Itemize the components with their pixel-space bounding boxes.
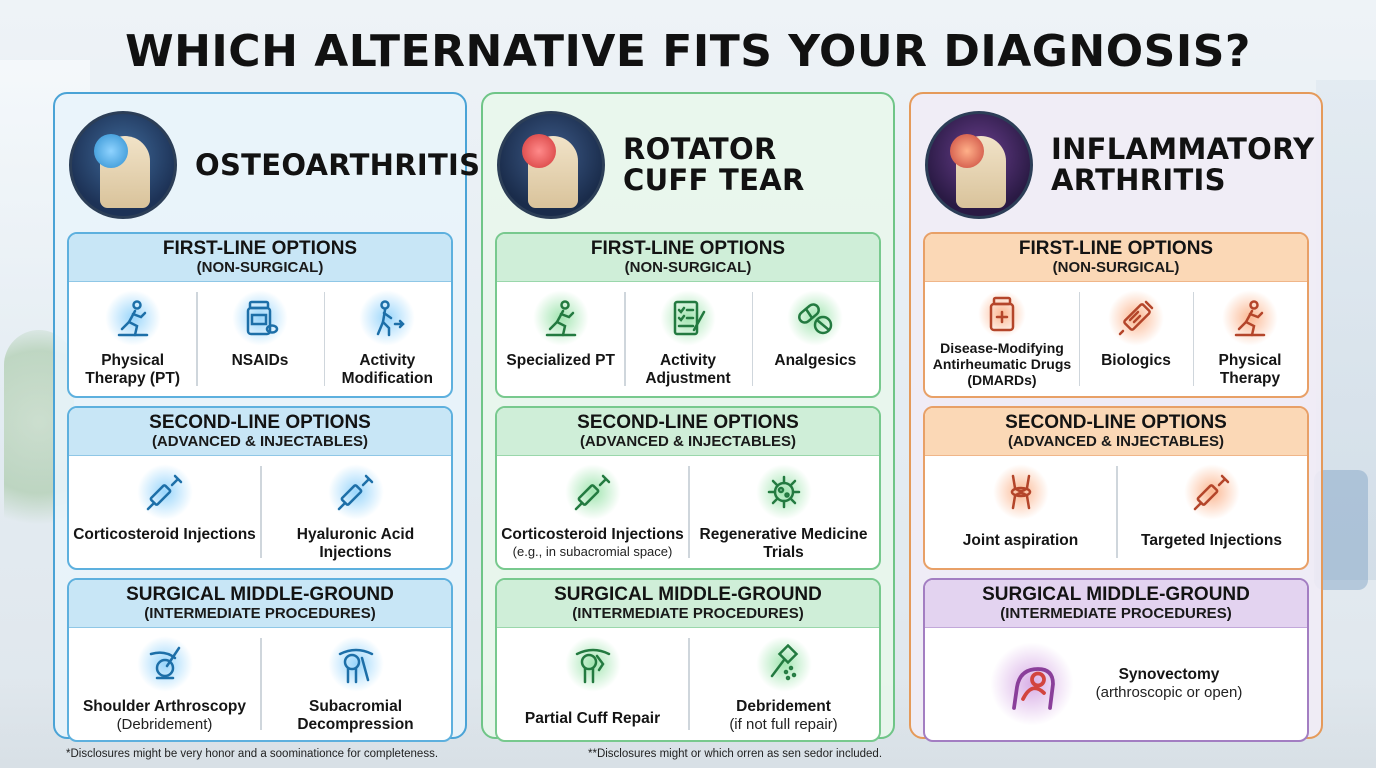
option-activity-modification: Activity Modification [323,282,451,396]
section-title: SURGICAL MIDDLE-GROUND [982,584,1250,605]
column-header: ROTATOR CUFF TEAR [495,106,881,224]
column-rotator-cuff-tear: ROTATOR CUFF TEAR FIRST-LINE OPTIONS (NO… [481,92,895,742]
first-line-section: FIRST-LINE OPTIONS (NON-SURGICAL) Specia… [495,232,881,398]
option-debridement: Debridement (if not full repair) [688,628,879,740]
background-window [1316,80,1376,580]
syringe-icon [327,464,384,520]
option-physical-therapy: Physical Therapy [1192,282,1307,396]
column-title: INFLAMMATORY ARTHRITIS [1051,132,1315,197]
column-title: OSTEOARTHRITIS [195,147,481,182]
knee-joint-icon [992,464,1049,520]
option-analgesics: Analgesics [751,282,879,396]
option-joint-aspiration: Joint aspiration [925,456,1116,568]
capsule-icon [787,290,844,346]
option-dmards: Disease-Modifying Antirheumatic Drugs (D… [925,282,1079,396]
option-targeted-injections: Targeted Injections [1116,456,1307,568]
first-line-section: FIRST-LINE OPTIONS (NON-SURGICAL) Diseas… [923,232,1309,398]
section-subtitle: (INTERMEDIATE PROCEDURES) [1000,605,1232,622]
arthroscope-icon [136,636,193,692]
column-title: ROTATOR CUFF TEAR [623,132,805,197]
surgical-section: SURGICAL MIDDLE-GROUND (INTERMEDIATE PRO… [495,578,881,742]
surgical-section: SURGICAL MIDDLE-GROUND (INTERMEDIATE PRO… [67,578,453,742]
option-nsaids: NSAIDs [196,282,323,396]
section-header: SECOND-LINE OPTIONS (ADVANCED & INJECTAB… [497,408,879,456]
shoulder-repair-icon [564,636,621,692]
first-line-section: FIRST-LINE OPTIONS (NON-SURGICAL) Physic… [67,232,453,398]
section-header: SURGICAL MIDDLE-GROUND (INTERMEDIATE PRO… [69,580,451,628]
column-header: OSTEOARTHRITIS [67,106,480,224]
syringe-icon [564,464,621,520]
synovium-icon [989,642,1074,726]
walking-person-icon [359,290,416,346]
second-line-section: SECOND-LINE OPTIONS (ADVANCED & INJECTAB… [495,406,881,570]
section-title: SECOND-LINE OPTIONS [149,412,371,433]
section-header: SECOND-LINE OPTIONS (ADVANCED & INJECTAB… [69,408,451,456]
option-biologics: Biologics [1078,282,1193,396]
option-activity-adjustment: Activity Adjustment [624,282,751,396]
option-synovectomy: Synovectomy (arthroscopic or open) [925,628,1307,740]
option-partial-cuff-repair: Partial Cuff Repair [497,628,688,740]
second-line-section: SECOND-LINE OPTIONS (ADVANCED & INJECTAB… [67,406,453,570]
syringe-icon [136,464,193,520]
section-subtitle: (ADVANCED & INJECTABLES) [579,433,797,450]
option-shoulder-arthroscopy: Shoulder Arthroscopy (Debridement) [69,628,260,740]
syringe-icon [1183,464,1240,520]
virus-cell-icon [755,464,812,520]
running-person-icon [532,290,589,346]
section-header: FIRST-LINE OPTIONS (NON-SURGICAL) [925,234,1307,282]
torn-shoulder-icon [497,111,605,219]
section-subtitle: (INTERMEDIATE PROCEDURES) [144,605,376,622]
section-title: SURGICAL MIDDLE-GROUND [554,584,822,605]
section-header: SURGICAL MIDDLE-GROUND (INTERMEDIATE PRO… [925,580,1307,628]
section-subtitle: (NON-SURGICAL) [196,259,324,276]
background-chair [1314,470,1368,590]
page-title: WHICH ALTERNATIVE FITS YOUR DIAGNOSIS? [125,26,1251,77]
column-inflammatory-arthritis: INFLAMMATORY ARTHRITIS FIRST-LINE OPTION… [909,92,1323,742]
option-corticosteroid-injections: Corticosteroid Injections (e.g., in suba… [497,456,688,568]
section-header: SECOND-LINE OPTIONS (ADVANCED & INJECTAB… [925,408,1307,456]
inflamed-joint-icon [925,111,1033,219]
biologic-vial-icon [1107,290,1164,346]
option-subacromial-decompression: Subacromial Decompression [260,628,451,740]
section-header: FIRST-LINE OPTIONS (NON-SURGICAL) [69,234,451,282]
section-subtitle: (ADVANCED & INJECTABLES) [1007,433,1225,450]
section-subtitle: (INTERMEDIATE PROCEDURES) [572,605,804,622]
second-line-section: SECOND-LINE OPTIONS (ADVANCED & INJECTAB… [923,406,1309,570]
option-specialized-pt: Specialized PT [497,282,624,396]
medicine-bottle-icon [977,290,1026,338]
section-subtitle: (NON-SURGICAL) [1052,259,1180,276]
option-hyaluronic-acid-injections: Hyaluronic Acid Injections [260,456,451,568]
debridement-tool-icon [755,636,812,692]
footnote: **Disclosures might or which orren as se… [588,748,883,760]
shoulder-bone-icon [327,636,384,692]
column-osteoarthritis: OSTEOARTHRITIS FIRST-LINE OPTIONS (NON-S… [53,92,480,742]
column-header: INFLAMMATORY ARTHRITIS [923,106,1314,224]
section-header: SURGICAL MIDDLE-GROUND (INTERMEDIATE PRO… [497,580,879,628]
option-corticosteroid-injections: Corticosteroid Injections [69,456,260,568]
pill-bottle-icon [231,290,288,346]
running-person-icon [1221,290,1278,346]
footnote: *Disclosures might be very honor and a s… [66,748,439,760]
section-title: SURGICAL MIDDLE-GROUND [126,584,394,605]
option-physical-therapy: Physical Therapy (PT) [69,282,196,396]
section-subtitle: (NON-SURGICAL) [624,259,752,276]
section-title: FIRST-LINE OPTIONS [162,238,358,259]
section-title: SECOND-LINE OPTIONS [1005,412,1227,433]
shoulder-joint-icon [69,111,177,219]
section-title: FIRST-LINE OPTIONS [1018,238,1214,259]
section-header: FIRST-LINE OPTIONS (NON-SURGICAL) [497,234,879,282]
section-title: SECOND-LINE OPTIONS [577,412,799,433]
section-subtitle: (ADVANCED & INJECTABLES) [151,433,369,450]
option-regenerative-medicine-trials: Regenerative Medicine Trials [688,456,879,568]
running-person-icon [104,290,161,346]
section-title: FIRST-LINE OPTIONS [590,238,786,259]
surgical-section: SURGICAL MIDDLE-GROUND (INTERMEDIATE PRO… [923,578,1309,742]
checklist-icon [659,290,716,346]
